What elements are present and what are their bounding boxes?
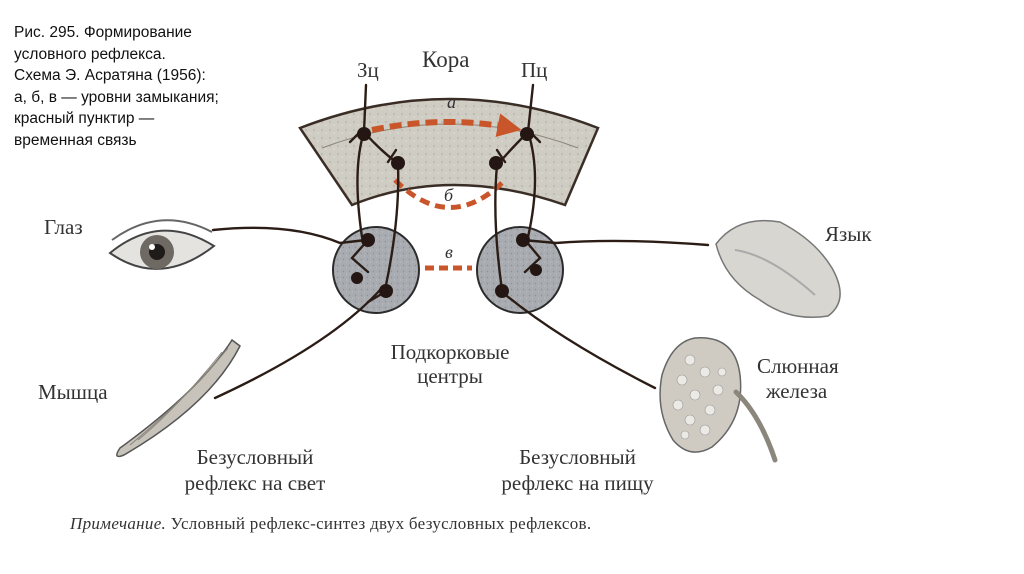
label-gland-line1: Слюнная xyxy=(757,354,839,378)
temporary-link-b xyxy=(393,178,507,210)
note-text: Условный рефлекс-синтез двух безусловных… xyxy=(170,514,592,533)
neuron-bodies xyxy=(351,127,542,298)
neuron-left-3 xyxy=(379,284,393,298)
caption-line: красный пунктир — xyxy=(14,110,155,127)
neuron-right-3 xyxy=(495,284,509,298)
caption-line: Рис. 295. Формирование xyxy=(14,24,192,41)
label-reflex-light-line1: Безусловный xyxy=(196,445,314,469)
nerve-pathways-right xyxy=(494,83,710,390)
label-cortex: Кора xyxy=(422,47,470,72)
label-pc: Пц xyxy=(521,58,548,82)
label-gland-line2: железа xyxy=(766,379,828,403)
cortex-band xyxy=(298,97,600,207)
tongue-illustration xyxy=(715,219,841,319)
label-zc: Зц xyxy=(357,58,379,82)
label-level-a: а xyxy=(447,92,456,112)
subcortical-center-left xyxy=(332,226,420,314)
label-eye: Глаз xyxy=(44,215,83,239)
label-muscle: Мышца xyxy=(38,380,108,404)
muscle-illustration xyxy=(116,338,241,458)
label-level-v: в xyxy=(445,242,453,262)
label-reflex-food-line2: рефлекс на пищу xyxy=(501,471,654,495)
neuron-left-2 xyxy=(351,272,363,284)
figure-caption: Рис. 295. Формирование условного рефлекс… xyxy=(14,22,314,151)
label-subcortex-line1: Подкорковые xyxy=(390,340,510,364)
caption-line: Схема Э. Асратяна (1956): xyxy=(14,67,206,84)
label-subcortex-line2: центры xyxy=(417,364,483,388)
neuron-pc-a xyxy=(520,127,534,141)
neuron-right-2 xyxy=(530,264,542,276)
label-reflex-food-line1: Безусловный xyxy=(519,445,636,469)
neuron-zc-b xyxy=(391,156,405,170)
temporary-link-a xyxy=(371,113,522,138)
eye-illustration xyxy=(108,219,216,270)
label-level-b: б xyxy=(444,185,454,205)
label-tongue: Язык xyxy=(825,222,872,246)
neuron-right-1 xyxy=(516,233,530,247)
neuron-pc-b xyxy=(489,156,503,170)
neuron-left-1 xyxy=(361,233,375,247)
figure-note: Примечание. Условный рефлекс-синтез двух… xyxy=(70,514,591,534)
caption-line: а, б, в — уровни замыкания; xyxy=(14,88,219,106)
salivary-gland-illustration xyxy=(659,337,778,463)
neuron-zc-a xyxy=(357,127,371,141)
label-reflex-light-line2: рефлекс на свет xyxy=(184,471,326,495)
caption-line: временная связь xyxy=(14,131,137,149)
note-prefix: Примечание. xyxy=(70,514,167,533)
caption-line: условного рефлекса. xyxy=(14,45,166,63)
